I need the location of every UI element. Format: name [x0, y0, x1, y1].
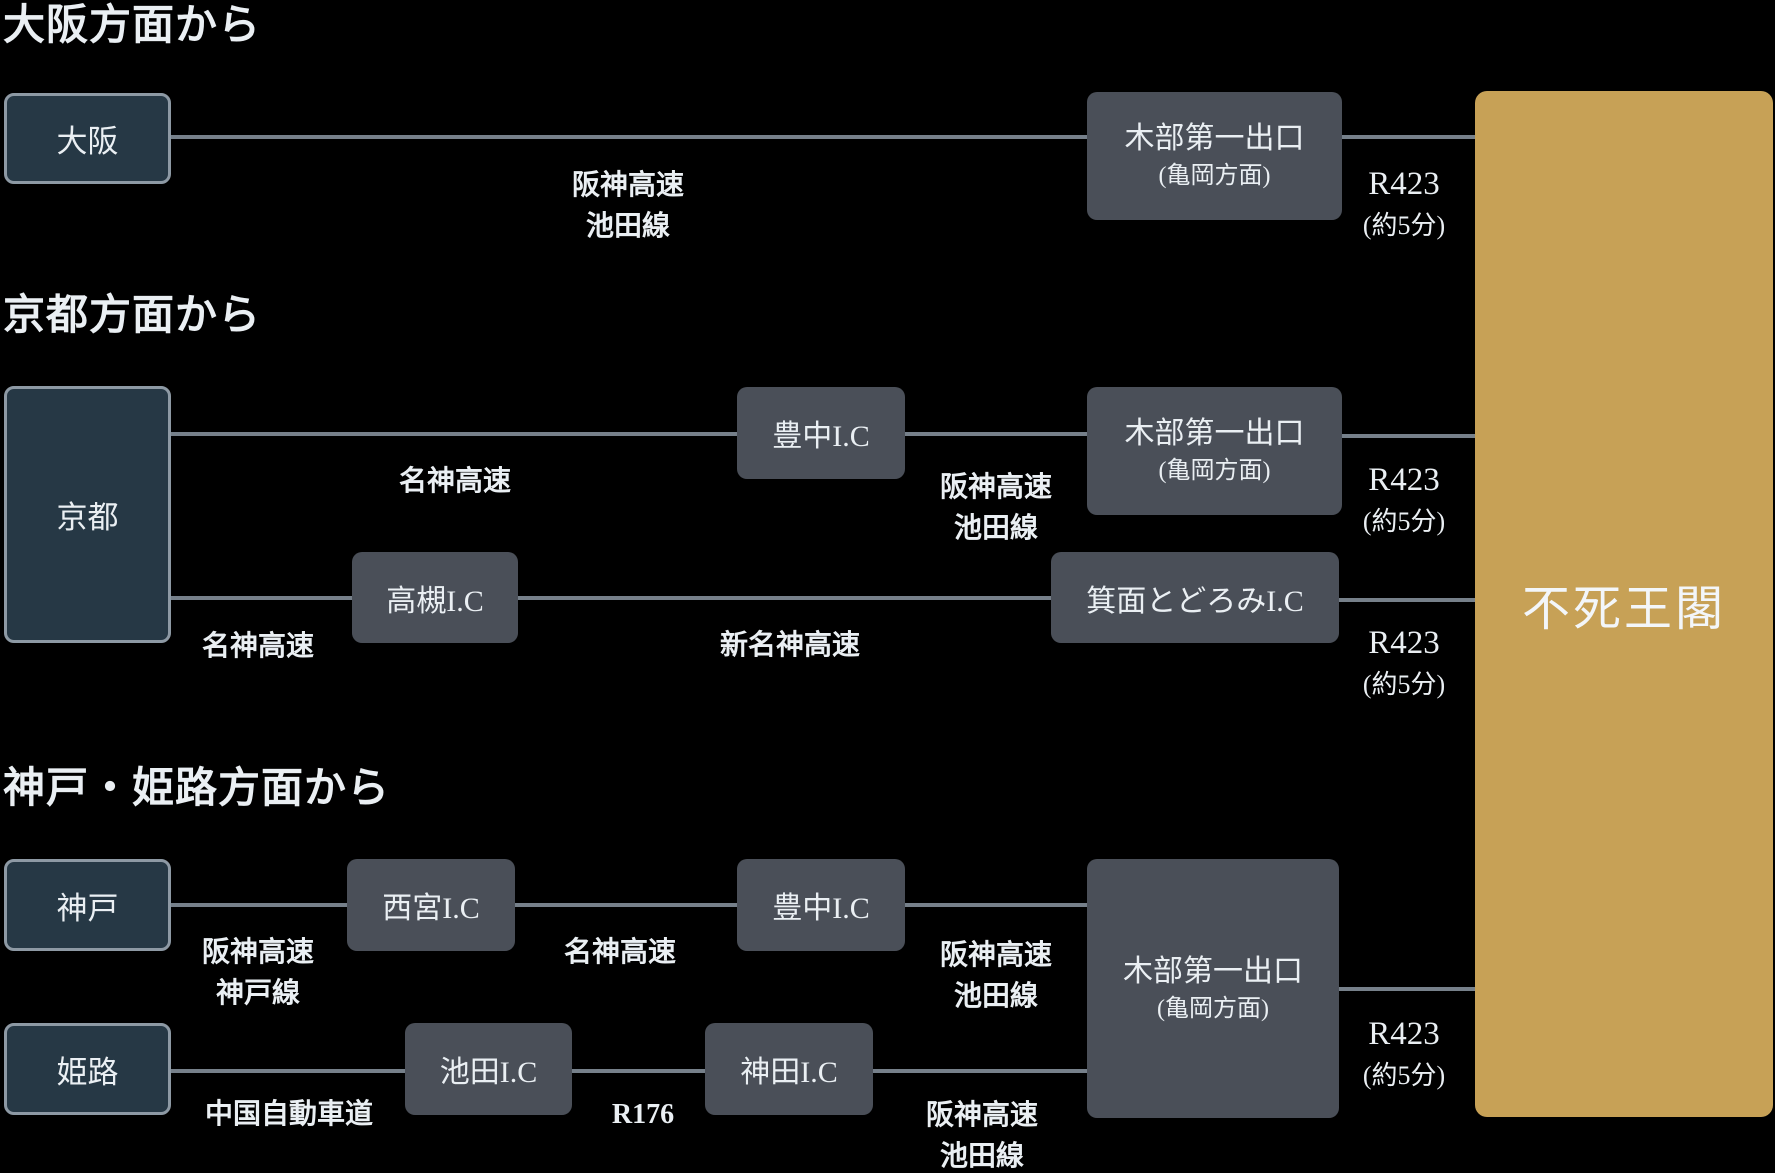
line-osaka-to-kibe-exit — [171, 135, 1087, 139]
exit-note: (亀岡方面) — [1158, 163, 1271, 189]
exit-name: 木部第一出口 — [1124, 417, 1305, 450]
line-nishinomiya-to-toyonaka — [515, 903, 737, 907]
origin-label-himeji: 姫路 — [56, 1054, 119, 1090]
exit-note: (亀岡方面) — [1158, 458, 1271, 484]
origin-box-himeji: 姫路 — [4, 1023, 171, 1115]
route-label-meishin-kyoto1: 名神高速 — [398, 466, 512, 497]
line-himeji-to-ikeda — [171, 1069, 405, 1073]
origin-box-kobe: 神戸 — [4, 859, 171, 951]
ic-box-ikeda: 池田I.C — [405, 1023, 572, 1115]
ic-box-minoh-todoromi: 箕面とどろみI.C — [1051, 552, 1339, 643]
line-ikeda-to-kanda — [572, 1069, 705, 1073]
origin-label-kobe: 神戸 — [56, 890, 119, 926]
ic-label: 高槻I.C — [386, 584, 484, 618]
route-label-shin-meishin: 新名神高速 — [719, 630, 861, 661]
exit-box-kibe-osaka: 木部第一出口 (亀岡方面) — [1087, 92, 1342, 220]
destination-label: 不死王閣 — [1521, 583, 1726, 636]
ic-box-takatsuki: 高槻I.C — [352, 552, 518, 643]
ic-box-toyonaka-kobe: 豊中I.C — [737, 859, 905, 951]
route-label-meishin-kobe: 名神高速 — [563, 937, 677, 968]
route-label-hanshin-ikeda-kobe: 阪神高速 池田線 — [939, 940, 1053, 1012]
final-label-kobe-himeji: R423 (約5分) — [1362, 1016, 1446, 1090]
line-kyoto-to-toyonaka — [171, 432, 737, 436]
route-label-chugoku-expressway: 中国自動車道 — [204, 1099, 374, 1130]
line-takatsuki-to-minoh — [518, 596, 1051, 600]
origin-label-osaka: 大阪 — [56, 124, 119, 159]
exit-name: 木部第一出口 — [1124, 122, 1305, 155]
route-label-r176: R176 — [611, 1099, 675, 1130]
ic-label: 箕面とどろみI.C — [1086, 584, 1304, 618]
ic-label: 池田I.C — [439, 1056, 538, 1089]
line-kibe-exit-to-hotel-kobe — [1339, 987, 1475, 991]
ic-label: 豊中I.C — [772, 892, 870, 925]
exit-box-kibe-kyoto: 木部第一出口 (亀岡方面) — [1087, 387, 1342, 515]
line-kyoto-to-takatsuki — [171, 596, 352, 600]
line-kibe-exit-to-hotel-osaka — [1342, 135, 1475, 139]
line-kibe-exit-to-hotel-kyoto — [1342, 434, 1475, 438]
ic-box-kanda: 神田I.C — [705, 1023, 873, 1115]
line-toyonaka-to-kibe-exit — [905, 432, 1087, 436]
line-minoh-to-hotel — [1339, 598, 1475, 602]
line-toyonaka-to-kibe-exit-kobe — [905, 903, 1087, 907]
section-heading-kyoto: 京都方面から — [3, 293, 262, 339]
line-kobe-to-nishinomiya — [171, 903, 347, 907]
exit-name: 木部第一出口 — [1123, 954, 1303, 988]
ic-label: 神田I.C — [740, 1056, 838, 1089]
ic-box-nishinomiya: 西宮I.C — [347, 859, 515, 951]
route-label-hanshin-ikeda-kyoto: 阪神高速 池田線 — [939, 472, 1053, 544]
route-label-hanshin-ikeda-himeji: 阪神高速 池田線 — [925, 1100, 1039, 1172]
route-label-hanshin-kobe-line: 阪神高速 神戸線 — [201, 937, 315, 1009]
origin-box-kyoto: 京都 — [4, 386, 171, 643]
section-heading-osaka: 大阪方面から — [3, 3, 262, 49]
exit-note: (亀岡方面) — [1157, 995, 1269, 1022]
ic-label: 西宮I.C — [382, 892, 480, 925]
exit-box-kibe-kobe-himeji: 木部第一出口 (亀岡方面) — [1087, 859, 1339, 1118]
ic-box-toyonaka-kyoto: 豊中I.C — [737, 387, 905, 479]
route-label-meishin-kyoto2: 名神高速 — [201, 631, 315, 662]
ic-label: 豊中I.C — [772, 420, 870, 453]
origin-label-kyoto: 京都 — [56, 500, 119, 535]
destination-box: 不死王閣 — [1475, 91, 1773, 1117]
final-label-osaka: R423 (約5分) — [1362, 166, 1446, 240]
final-label-kyoto2: R423 (約5分) — [1362, 625, 1446, 699]
route-label-hanshin-ikeda-osaka: 阪神高速 池田線 — [571, 170, 685, 242]
final-label-kyoto1: R423 (約5分) — [1362, 462, 1446, 536]
section-heading-kobe-himeji: 神戸・姫路方面から — [3, 766, 391, 812]
origin-box-osaka: 大阪 — [4, 93, 171, 184]
line-kanda-to-kibe-exit — [873, 1069, 1087, 1073]
